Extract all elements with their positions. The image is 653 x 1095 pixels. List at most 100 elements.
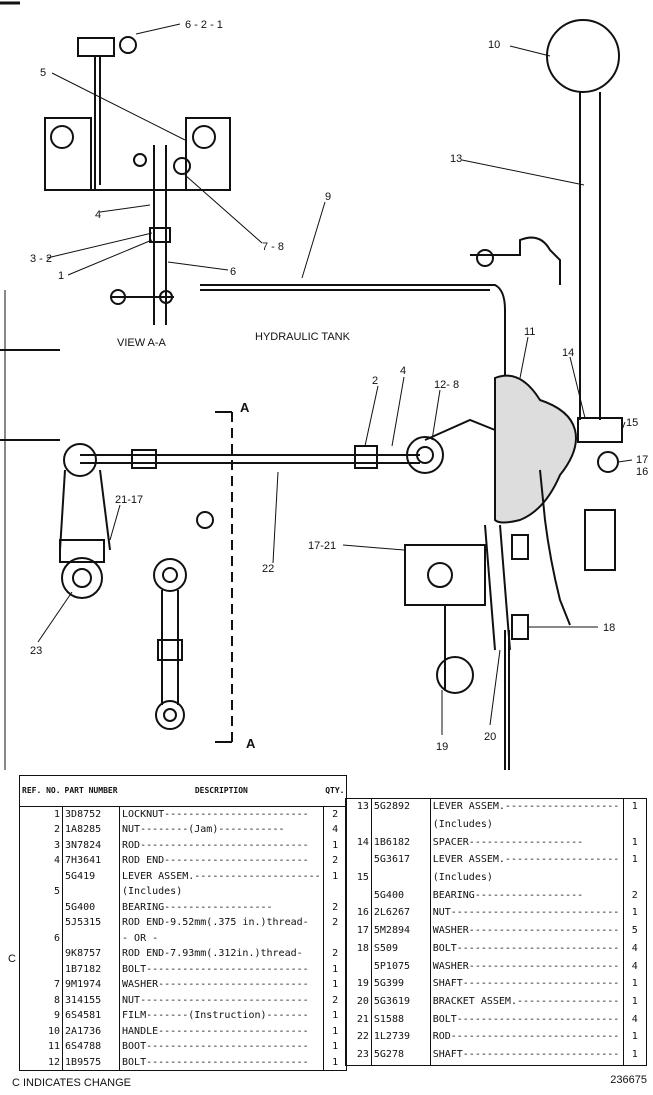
- quantity: 1: [631, 836, 638, 848]
- part-number: 5G399: [371, 976, 431, 994]
- table-row: 6 - OR -: [19, 930, 347, 947]
- description: HANDLE-------------------------: [119, 1023, 324, 1040]
- quantity: 4: [332, 824, 339, 836]
- ref-no: 1: [19, 806, 64, 823]
- part-number: 5P1075: [371, 958, 431, 977]
- ref-no: [345, 816, 372, 835]
- ref-no: 22: [345, 1029, 372, 1048]
- description: LEVER ASSEM.-------------------: [430, 798, 624, 817]
- description: BOLT---------------------------: [430, 1011, 624, 1030]
- description: BRACKET ASSEM.-----------------: [430, 993, 624, 1012]
- part-number: 5G419: [62, 868, 121, 885]
- quantity: 1: [332, 979, 339, 991]
- part-number: 7H3641: [62, 853, 121, 869]
- ref-no: [19, 868, 64, 885]
- quantity: 4: [631, 942, 638, 954]
- callout-21-17: 21-17: [115, 494, 143, 506]
- part-number: 5J5315: [62, 915, 121, 931]
- part-number: 1B6182: [371, 834, 431, 853]
- ref-no: 16: [345, 905, 372, 924]
- col-part-header: PART NUMBER: [62, 775, 120, 807]
- callout-10: 10: [488, 39, 500, 51]
- part-number: 6S4788: [62, 1039, 121, 1055]
- part-number: 5G3619: [371, 993, 431, 1012]
- description: ROD----------------------------: [430, 1029, 624, 1048]
- ref-no: [19, 961, 64, 978]
- section-a-bottom: A: [246, 736, 256, 751]
- callout-2: 2: [372, 375, 378, 387]
- callout-14: 14: [562, 347, 574, 359]
- description: LOCKNUT------------------------: [119, 806, 324, 823]
- description: ROD END------------------------: [119, 853, 324, 869]
- description: - OR -: [119, 930, 324, 947]
- ref-no: [345, 958, 372, 977]
- table-row: 5G400 BEARING------------------2: [19, 899, 347, 916]
- callout-19: 19: [436, 741, 448, 753]
- callout-18: 18: [603, 622, 615, 634]
- callout-5: 5: [40, 67, 46, 79]
- description: SHAFT--------------------------: [430, 976, 624, 994]
- description: FILM-------(Instruction)-------: [119, 1008, 324, 1024]
- ref-no: 10: [19, 1023, 64, 1040]
- description: WASHER-------------------------: [430, 958, 624, 977]
- description: (Includes): [119, 884, 324, 900]
- ref-no: 2: [19, 822, 64, 838]
- callout-3-2: 3 - 2: [30, 253, 52, 265]
- exploded-parts-diagram: 6 - 2 - 1 5 4 3 - 2 1 6 7 - 8 9 10 13 11…: [0, 1, 648, 770]
- part-number: 314155: [62, 992, 121, 1009]
- ref-no: 9: [19, 1008, 64, 1024]
- quantity: 5: [631, 925, 638, 937]
- description: BOOT---------------------------: [119, 1039, 324, 1055]
- ref-no: 13: [345, 798, 372, 817]
- quantity: 1: [631, 801, 638, 812]
- part-number: 3D8752: [62, 806, 121, 823]
- ref-no: 12: [19, 1054, 64, 1071]
- callout-4-rod: 4: [400, 365, 406, 377]
- description: SHAFT--------------------------: [430, 1047, 624, 1066]
- quantity: 2: [332, 809, 339, 820]
- parts-list-header: REF. NO. PART NUMBER DESCRIPTION QTY.: [19, 775, 347, 807]
- quantity: 2: [631, 889, 638, 901]
- part-number: S1588: [371, 1011, 431, 1030]
- table-row: (Includes): [345, 816, 647, 835]
- part-number: 9M1974: [62, 977, 121, 993]
- ref-no: 6: [19, 930, 64, 947]
- callout-4-top: 4: [95, 209, 101, 221]
- description: ROD END-7.93mm(.312in.)thread-: [119, 946, 324, 962]
- part-number: 3N7824: [62, 837, 121, 854]
- quantity: 2: [332, 917, 339, 929]
- part-number: 5G278: [371, 1047, 431, 1066]
- description: (Includes): [430, 869, 624, 888]
- col-desc-header: DESCRIPTION: [119, 775, 324, 807]
- ref-no: 19: [345, 976, 372, 994]
- section-a-top: A: [240, 400, 250, 415]
- col-qty-header: QTY.: [323, 775, 347, 807]
- part-number: S509: [371, 940, 431, 959]
- view-a-a-caption: VIEW A-A: [117, 337, 167, 349]
- part-number: 5G400: [62, 899, 121, 916]
- ref-no: [19, 915, 64, 931]
- callout-9: 9: [325, 191, 331, 203]
- description: ROD END-9.52mm(.375 in.)thread-: [119, 915, 324, 931]
- quantity: 1: [332, 1025, 339, 1037]
- quantity: 1: [332, 870, 339, 882]
- ref-no: 3: [19, 837, 64, 854]
- quantity: 1: [631, 1049, 638, 1061]
- ref-no: [345, 887, 372, 906]
- table-row: 5G400 BEARING------------------2: [345, 887, 647, 906]
